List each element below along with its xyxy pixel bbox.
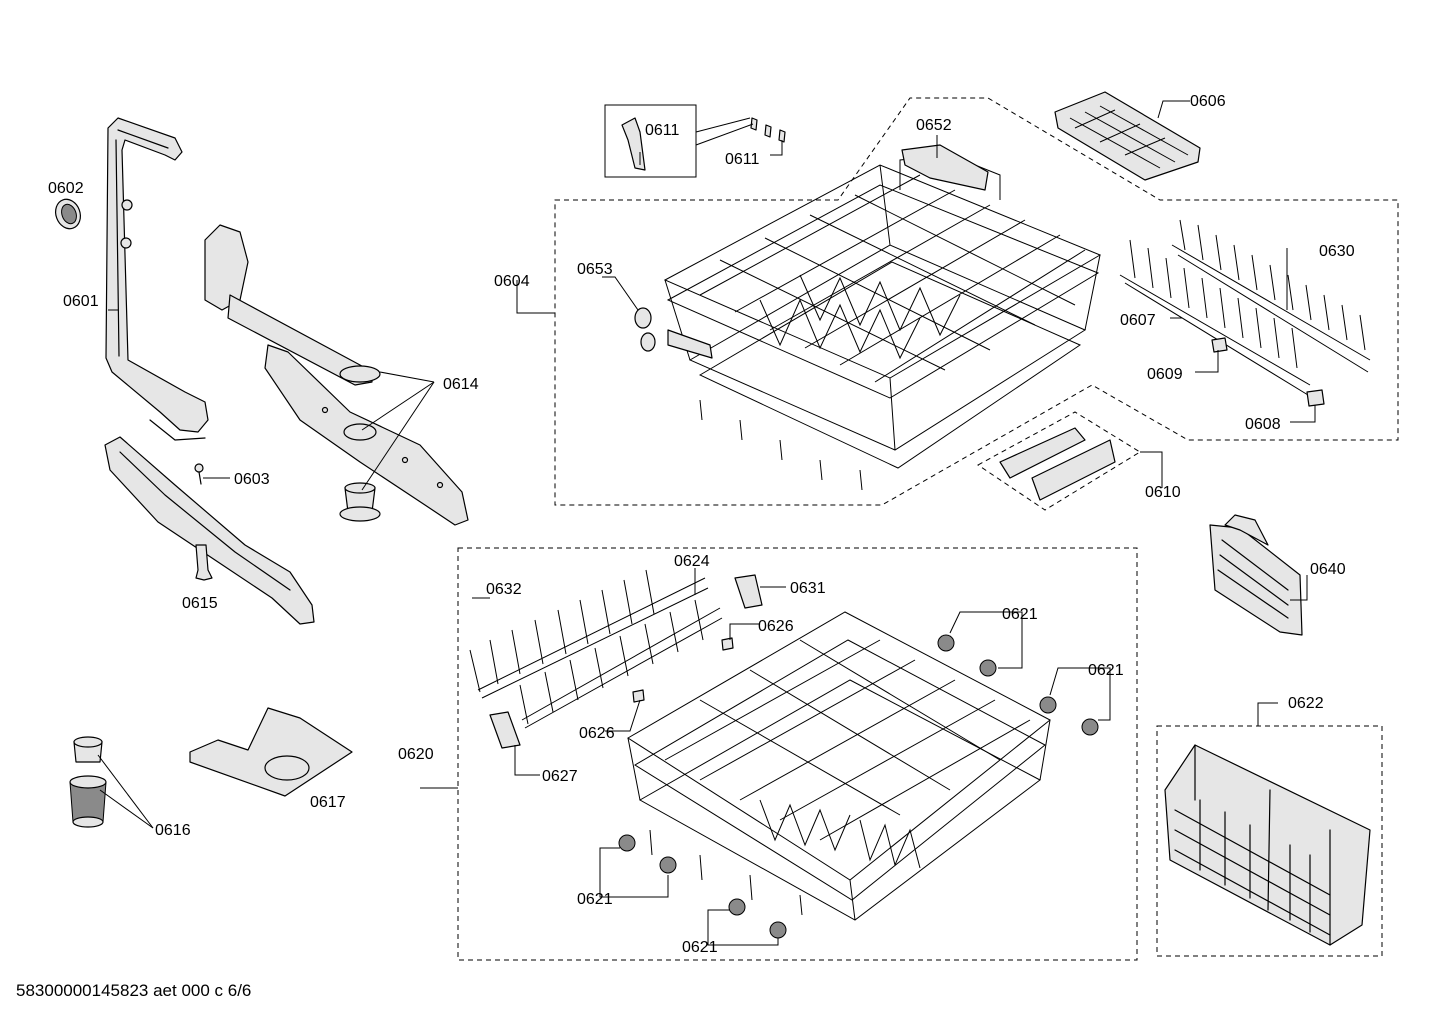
rack-handle-icon — [999, 427, 1116, 501]
callout-0621-b: 0621 — [1088, 662, 1124, 679]
spray-supply-pipe-icon — [105, 117, 209, 441]
callout-0621-a: 0621 — [1002, 606, 1038, 623]
callout-0630: 0630 — [1319, 243, 1355, 260]
callout-0632: 0632 — [486, 581, 522, 598]
upper-dish-rack-icon — [663, 144, 1102, 491]
callout-0621-d: 0621 — [682, 939, 718, 956]
lower-tine-rack-icon — [469, 569, 723, 729]
callout-0602: 0602 — [48, 180, 84, 197]
filter-cap-icon — [55, 198, 81, 230]
cup-rack-insert-icon — [1054, 91, 1201, 181]
callout-0622: 0622 — [1288, 695, 1324, 712]
callout-0611-inset: 0611 — [645, 122, 680, 139]
callout-0620: 0620 — [398, 746, 434, 763]
tine-rack-right-icon — [1171, 219, 1371, 373]
callout-0617: 0617 — [310, 794, 346, 811]
callout-0627: 0627 — [542, 768, 578, 785]
callout-0601: 0601 — [63, 293, 99, 310]
upper-spray-arm-icon — [204, 224, 469, 526]
callout-0626-b: 0626 — [579, 725, 615, 742]
callout-0624: 0624 — [674, 553, 710, 570]
cutlery-basket-icon — [1164, 744, 1371, 946]
callout-0653: 0653 — [577, 261, 613, 278]
callout-0607: 0607 — [1120, 312, 1156, 329]
callout-labels: 0601 0602 0603 0604 0606 0607 0608 0609 … — [48, 93, 1355, 956]
callout-0621-c: 0621 — [577, 891, 613, 908]
group-outlines — [457, 97, 1399, 961]
callout-0608: 0608 — [1245, 416, 1281, 433]
rack-roller-wheel-icon — [618, 634, 1099, 939]
rack-adjuster-wheel-icon — [634, 307, 713, 359]
document-id: 58300000145823 aet 000 c 6/6 — [16, 981, 252, 1000]
screw-icon — [194, 463, 204, 485]
clip-detail-inset-frame — [604, 104, 697, 178]
rack-handle-group-outline — [977, 411, 1141, 511]
tine-rack-left-icon — [1119, 239, 1311, 396]
callout-0626-a: 0626 — [758, 618, 794, 635]
rack-clip-small-icon — [1211, 337, 1325, 407]
callout-0603: 0603 — [234, 471, 270, 488]
cutlery-tray-module-icon — [1209, 514, 1303, 636]
lower-basket-group-outline — [457, 547, 1138, 961]
callout-0615: 0615 — [182, 595, 218, 612]
callout-0616: 0616 — [155, 822, 191, 839]
callout-0606: 0606 — [1190, 93, 1226, 110]
callout-0604: 0604 — [494, 273, 530, 290]
spray-arm-hub-icon — [339, 482, 381, 522]
fine-filter-plate-icon — [189, 707, 353, 797]
callout-0614: 0614 — [443, 376, 479, 393]
upper-basket-group-outline — [554, 97, 1399, 506]
micro-filter-icon — [69, 736, 107, 828]
callout-0652: 0652 — [916, 117, 952, 134]
leader-lines — [97, 100, 1316, 946]
lower-spray-arm-icon — [104, 436, 315, 625]
tine-hinge-clip-icon — [489, 574, 763, 749]
callout-0611: 0611 — [725, 151, 760, 168]
callout-0610: 0610 — [1145, 484, 1181, 501]
callout-0631: 0631 — [790, 580, 826, 597]
callout-0609: 0609 — [1147, 366, 1183, 383]
cutlery-basket-group-outline — [1156, 725, 1383, 957]
callout-0640: 0640 — [1310, 561, 1346, 578]
lower-dish-rack-icon — [627, 611, 1051, 921]
